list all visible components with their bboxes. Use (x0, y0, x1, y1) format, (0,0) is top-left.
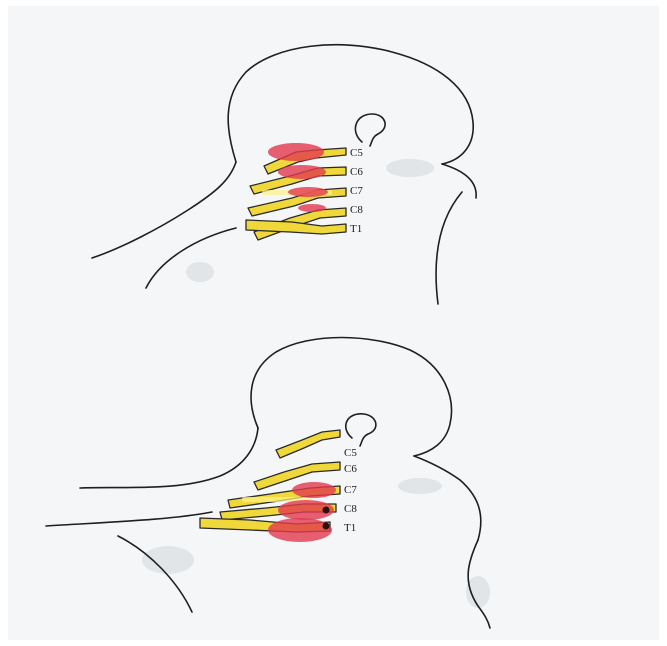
bottom-level-label-t1: T1 (344, 522, 356, 534)
bottom-chest-shading (466, 576, 490, 608)
top-level-label-c6: C6 (350, 166, 363, 178)
top-shoulder-shading-left (186, 262, 214, 282)
top-lesion-trunk (298, 204, 326, 212)
bottom-level-label-c7: C7 (344, 484, 357, 496)
bottom-arm-shading (142, 546, 194, 574)
bottom-level-label-c6: C6 (344, 463, 357, 475)
top-lesion-c6 (278, 165, 326, 179)
bottom-level-label-c5: C5 (344, 447, 357, 459)
top-level-label-t1: T1 (350, 223, 362, 235)
top-lesion-c5 (268, 143, 324, 161)
bottom-lesion-t1 (268, 518, 332, 542)
bottom-lesion-dot-c8 (323, 507, 330, 514)
bottom-shoulder-shading (398, 478, 442, 494)
paper-background (8, 6, 659, 640)
top-lesion-c7 (288, 187, 328, 197)
top-level-label-c5: C5 (350, 147, 363, 159)
top-level-label-c7: C7 (350, 185, 363, 197)
bottom-lesion-c7 (292, 482, 336, 498)
top-shoulder-shading (386, 159, 434, 177)
bottom-lesion-dot-t1 (323, 523, 330, 530)
bottom-level-label-c8: C8 (344, 503, 357, 515)
top-level-label-c8: C8 (350, 204, 363, 216)
